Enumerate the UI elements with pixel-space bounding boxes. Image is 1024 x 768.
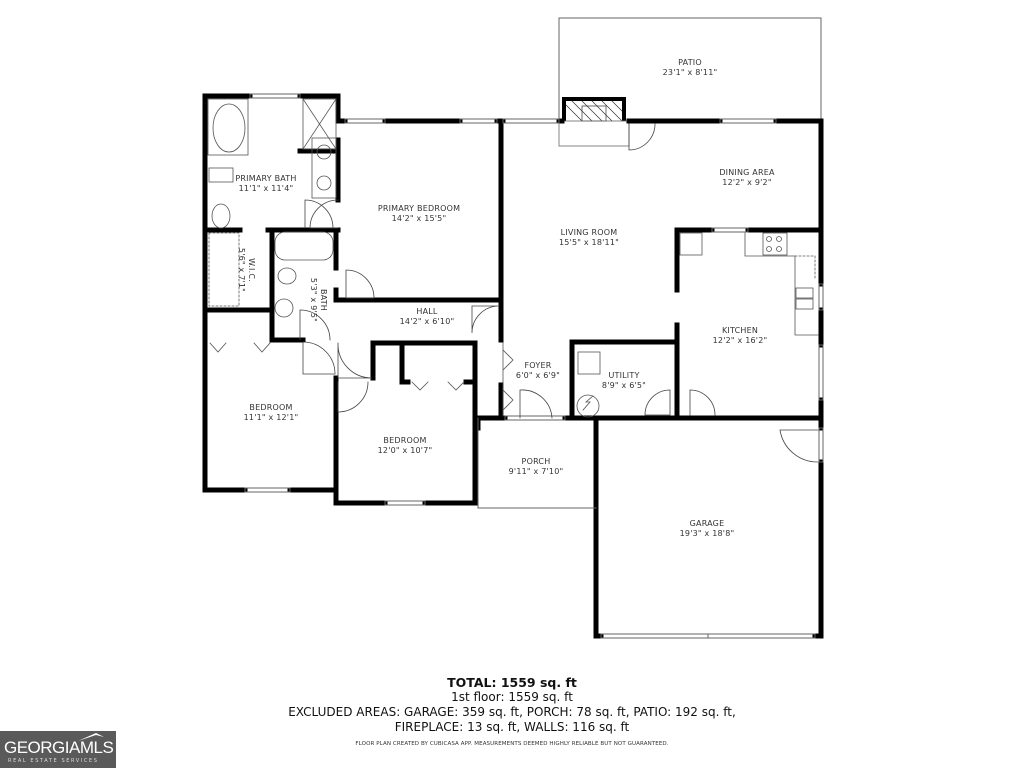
total-area: TOTAL: 1559 sq. ft [447,675,577,690]
room-name: KITCHEN [721,326,759,335]
logo-brand: GEORGIAMLS [4,738,114,757]
room-dimensions: 12'2" x 16'2" [712,336,768,345]
disclaimer: FLOOR PLAN CREATED BY CUBICASA APP. MEAS… [355,741,669,747]
room-name: BATH [319,288,328,312]
room-dimensions: 5'6" x 7'1" [237,247,246,293]
first-floor-area: 1st floor: 1559 sq. ft [451,690,573,704]
room-dimensions: 15'5" x 18'11" [558,238,620,247]
room-name: FOYER [524,361,552,370]
room-name: LIVING ROOM [560,228,618,237]
room-dimensions: 8'9" x 6'5" [601,381,647,390]
room-name: PRIMARY BATH [235,174,297,183]
room-dimensions: 9'11" x 7'10" [508,467,564,476]
room-dimensions: 23'1" x 8'11" [662,68,718,77]
door-swings [299,123,819,463]
room-wic: W.I.C. 5'6" x 7'1" [236,248,256,292]
room-name: W.I.C. [247,258,256,282]
room-name: UTILITY [608,371,640,380]
room-primary-bath: PRIMARY BATH 11'1" x 11'4" [235,174,296,194]
room-dimensions: 11'1" x 11'4" [238,184,294,193]
room-name: PORCH [521,457,551,466]
room-dimensions: 14'2" x 6'10" [399,317,455,326]
room-bedroom-1: BEDROOM 11'1" x 12'1" [244,403,299,423]
room-dimensions: 12'2" x 9'2" [722,178,772,187]
room-foyer: FOYER 6'0" x 6'9" [516,361,560,381]
room-porch: PORCH 9'11" x 7'10" [509,457,564,477]
room-patio: PATIO 23'1" x 8'11" [663,58,718,78]
patio-outline [558,17,822,121]
room-dimensions: 14'2" x 15'5" [391,214,447,223]
room-name: GARAGE [689,519,725,528]
room-dimensions: 19'3" x 18'8" [679,529,735,538]
roof-icon [78,733,104,741]
room-name: DINING AREA [719,168,775,177]
room-dining-area: DINING AREA 12'2" x 9'2" [719,168,774,188]
logo-tagline: REAL ESTATE SERVICES [8,758,99,764]
thin-lines [244,93,824,639]
georgia-mls-logo: GEORGIAMLS REAL ESTATE SERVICES [0,731,116,768]
room-utility: UTILITY 8'9" x 6'5" [602,371,646,391]
excluded-areas-line-2: FIREPLACE: 13 sq. ft, WALLS: 116 sq. ft [394,720,630,734]
room-dimensions: 12'0" x 10'7" [377,446,433,455]
room-hall: HALL 14'2" x 6'10" [400,307,455,327]
room-name: BEDROOM [383,436,427,445]
excluded-areas-line-1: EXCLUDED AREAS: GARAGE: 359 sq. ft, PORC… [288,705,736,719]
fixtures [207,98,819,418]
walls [202,93,824,639]
room-name: BEDROOM [249,403,293,412]
area-summary: TOTAL: 1559 sq. ft 1st floor: 1559 sq. f… [0,675,1024,747]
room-dimensions: 6'0" x 6'9" [515,371,561,380]
room-living-room: LIVING ROOM 15'5" x 18'11" [559,228,619,248]
room-garage: GARAGE 19'3" x 18'8" [680,519,735,539]
room-name: PATIO [678,58,702,67]
room-dimensions: 11'1" x 12'1" [243,413,299,422]
room-kitchen: KITCHEN 12'2" x 16'2" [713,326,768,346]
room-dimensions: 5'3" x 9'5" [309,277,318,323]
fireplace-icon [558,97,630,147]
room-name: PRIMARY BEDROOM [377,204,461,213]
room-bath: BATH 5'3" x 9'5" [308,278,328,322]
room-name: HALL [416,307,438,316]
room-bedroom-2: BEDROOM 12'0" x 10'7" [378,436,433,456]
room-primary-bedroom: PRIMARY BEDROOM 14'2" x 15'5" [378,204,460,224]
